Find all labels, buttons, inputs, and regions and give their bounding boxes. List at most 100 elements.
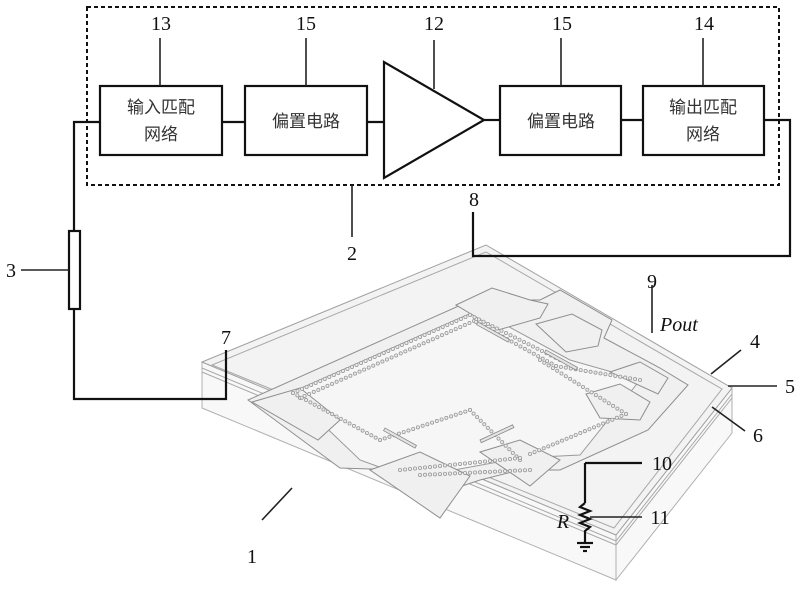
via (507, 456, 512, 461)
via (467, 460, 472, 465)
via (485, 425, 490, 430)
via (351, 423, 356, 428)
via (619, 413, 624, 418)
ref-15-right: 15 (552, 13, 572, 35)
via (463, 409, 468, 414)
via (581, 384, 586, 389)
ref-2: 2 (347, 243, 357, 265)
via (589, 390, 594, 395)
via (362, 367, 367, 372)
input-matching-label-line1: 输入匹配 (127, 98, 195, 118)
via (538, 357, 543, 362)
via (457, 471, 462, 476)
ref-13: 13 (151, 13, 171, 35)
via (555, 368, 560, 373)
via (377, 437, 382, 442)
via (382, 436, 387, 441)
via (317, 405, 322, 410)
via (531, 351, 536, 356)
slot-bottom (479, 424, 515, 444)
ref-5: 5 (785, 376, 795, 398)
via (417, 465, 422, 470)
ref-6: 6 (753, 425, 763, 447)
via (598, 371, 603, 376)
via (352, 371, 357, 376)
via (522, 346, 527, 351)
via (336, 370, 341, 375)
via (427, 330, 432, 335)
via (467, 312, 472, 317)
via (496, 436, 501, 441)
via (449, 414, 454, 419)
via (339, 377, 344, 382)
via (598, 395, 603, 400)
ref-3: 3 (6, 260, 16, 282)
via (304, 384, 309, 389)
via (354, 362, 359, 367)
via (623, 375, 628, 380)
via (569, 434, 574, 439)
ref-9: 9 (647, 271, 657, 293)
via (610, 417, 615, 422)
via (422, 472, 427, 477)
via (518, 344, 523, 349)
via (531, 344, 536, 349)
via (343, 375, 348, 380)
via (427, 464, 432, 469)
via (573, 432, 578, 437)
via (487, 469, 492, 474)
via (422, 465, 427, 470)
via (513, 335, 518, 340)
via (502, 469, 507, 474)
input-matching-network-block (98, 84, 224, 157)
via (633, 377, 638, 382)
via (500, 440, 505, 445)
coupling-element-3 (67, 229, 82, 311)
via (528, 451, 533, 456)
via (487, 458, 492, 463)
via (357, 369, 362, 374)
via (300, 386, 305, 391)
via (454, 318, 459, 323)
via (452, 462, 457, 467)
via (587, 427, 592, 432)
via (509, 339, 514, 344)
via (395, 344, 400, 349)
via (436, 326, 441, 331)
via (611, 403, 616, 408)
via (398, 351, 403, 356)
slot-right (544, 349, 579, 371)
via (560, 438, 565, 443)
via (340, 368, 345, 373)
via (356, 426, 361, 431)
output-matching-network-block (641, 84, 766, 157)
via (375, 361, 380, 366)
via (427, 472, 432, 477)
via (421, 341, 426, 346)
via (439, 333, 444, 338)
amplifier-triangle (382, 60, 487, 180)
input-wire-upper (72, 120, 100, 231)
via (325, 383, 330, 388)
input-wire-lower (72, 309, 228, 401)
via (523, 468, 528, 473)
ref-15-left: 15 (296, 13, 316, 35)
pad-top-right (535, 313, 603, 353)
via (327, 374, 332, 379)
via (478, 418, 483, 423)
via (618, 374, 623, 379)
via (331, 372, 336, 377)
via (485, 321, 490, 326)
leader-4 (710, 349, 742, 375)
slot-left (383, 427, 418, 449)
via (471, 411, 476, 416)
via (330, 412, 335, 417)
via (330, 381, 335, 386)
via (439, 417, 444, 422)
output-matching-label-line2: 网络 (686, 125, 720, 145)
slot-top (476, 321, 511, 343)
via (477, 459, 482, 464)
via (394, 353, 399, 358)
via (467, 407, 472, 412)
